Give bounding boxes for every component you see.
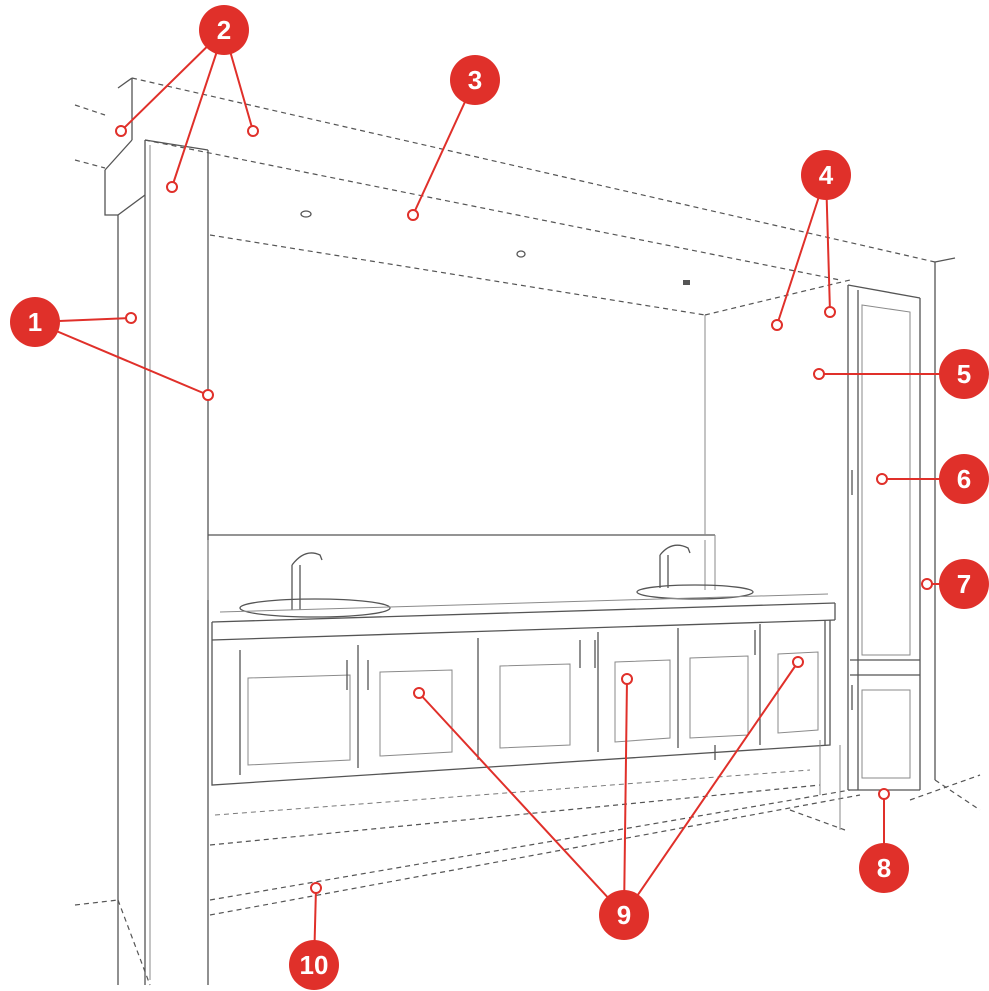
countertop [211,593,836,641]
callout-9-marker [792,656,804,668]
callout-9-leader [418,661,799,916]
back-wall-mirror [207,315,716,600]
callout-9-number: 9 [617,900,631,930]
vanity-cabinets [211,620,831,786]
drawing-linework [74,77,981,986]
callout-6-badge [939,454,989,504]
callout-5-badge [939,349,989,399]
callout-8-badge [859,843,909,893]
callout-2-badge [199,5,249,55]
callout-5: 5 [813,349,989,399]
callout-2: 2 [115,5,259,193]
callout-3-marker [407,209,419,221]
callout-3-number: 3 [468,65,482,95]
callout-10-number: 10 [300,950,329,980]
callout-4-marker [771,319,783,331]
callout-9: 9 [413,656,804,940]
faucets-sinks [239,544,754,618]
callout-6-marker [876,473,888,485]
callout-8-number: 8 [877,853,891,883]
callout-2-marker [247,125,259,137]
callout-1-marker [125,312,137,324]
callout-2-marker [115,125,127,137]
callout-3-badge [450,55,500,105]
callout-2-marker [166,181,178,193]
callout-8: 8 [859,788,909,893]
left-pilaster [104,77,209,985]
callout-2-number: 2 [217,15,231,45]
callout-9-marker [621,673,633,685]
callout-7-badge [939,559,989,609]
callout-7-marker [921,578,933,590]
callout-1-number: 1 [28,307,42,337]
callout-7: 7 [921,559,989,609]
callout-1-marker [202,389,214,401]
callout-4-marker [824,306,836,318]
callout-6-number: 6 [957,464,971,494]
callout-1-leader [34,317,209,396]
soffit-lines [74,77,956,780]
callout-7-number: 7 [957,569,971,599]
callout-10-marker [310,882,322,894]
callout-1-badge [10,297,60,347]
callout-10: 10 [289,882,339,990]
recessed-lights [300,210,690,285]
callout-5-number: 5 [957,359,971,389]
callout-3: 3 [407,55,500,221]
callout-4-number: 4 [819,160,834,190]
callout-1: 1 [10,297,214,401]
callout-2-leader [120,29,254,188]
callout-5-marker [813,368,825,380]
callout-10-badge [289,940,339,990]
right-tall-cabinet [847,284,921,791]
callout-8-marker [878,788,890,800]
floor-lines [74,740,981,986]
callout-6: 6 [876,454,989,504]
callout-4-badge [801,150,851,200]
callout-9-badge [599,890,649,940]
callout-9-marker [413,687,425,699]
callout-4: 4 [771,150,851,331]
